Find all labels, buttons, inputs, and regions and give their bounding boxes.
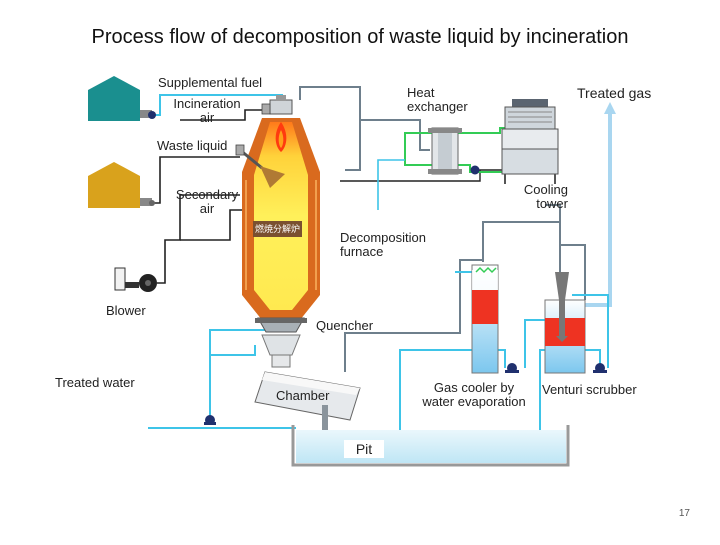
waste-liquid-nozzle [235,144,285,188]
venturi-scrubber [544,272,586,374]
label-decomposition-furnace-line2: furnace [340,244,384,259]
quencher [261,334,301,368]
label-secondary-air-line2: air [199,201,215,216]
venturi-recirculation [572,294,609,368]
decomposition-furnace [235,95,320,333]
label-gas-cooler-line1: Gas cooler by [433,380,515,395]
label-incineration-air-line1: Incineration [173,96,241,111]
green-loop-right [458,127,508,134]
quench-water-line [209,329,265,420]
gas-line-venturi-to-tower [545,204,586,300]
gas-cooler [471,264,499,374]
label-supplemental-fuel: Supplemental fuel [158,75,263,90]
page-number: 17 [678,508,690,519]
label-waste-liquid: Waste liquid [157,138,228,153]
pit-water-return [399,349,506,445]
secondary-air-line [157,194,240,284]
pump-treated-water [204,415,216,425]
label-decomposition-furnace-line1: Decomposition [340,230,426,245]
label-treated-water: Treated water [55,375,135,390]
label-decomposition-furnace: Decomposition furnace [340,231,426,259]
label-secondary-air-line1: Secondary [175,187,239,202]
quench-water-line-2 [210,345,256,356]
heat-exchanger [428,127,462,175]
label-secondary-air: Secondary air [170,188,244,216]
furnace-marking: 燃焼分解炉 [253,221,303,237]
label-gas-cooler-line2: water evaporation [422,394,526,409]
label-blower: Blower [106,303,146,318]
label-chamber: Chamber [276,388,330,403]
label-quencher: Quencher [316,318,374,333]
label-incineration-air: Incineration air [170,97,244,125]
waste-liquid-tank [88,162,155,208]
label-venturi-scrubber: Venturi scrubber [542,382,637,397]
label-treated-gas: Treated gas [577,85,652,101]
green-loop-left [404,132,440,166]
gas-line-furnace-top [299,86,361,171]
treated-gas-arrow [604,102,616,114]
pump-venturi [593,363,607,373]
green-loop-bottom [458,164,505,173]
label-cooling-tower-line1: Cooling [523,182,568,197]
page-title: Process flow of decomposition of waste l… [91,26,629,48]
gas-line-to-venturi [482,221,561,272]
label-heat-exchanger-line2: exchanger [407,99,468,114]
label-cooling-tower: Cooling tower [500,183,568,211]
cooling-tower [501,99,559,184]
gas-line-heat-exchanger [360,119,430,151]
label-gas-cooler: Gas cooler by water evaporation [412,381,536,409]
label-incineration-air-line2: air [199,110,215,125]
label-heat-exchanger: Heat exchanger [407,86,468,114]
supplemental-fuel-tank [88,76,155,121]
blower-line-to-furnace [180,209,245,241]
treated-gas-line [585,112,612,307]
blower [114,267,157,292]
pump-fuel [148,111,156,119]
gas-line-to-gas-cooler [344,259,483,372]
venturi-water [524,319,545,368]
pump-gas-cooler [505,363,519,373]
label-heat-exchanger-line1: Heat [407,85,435,100]
label-cooling-tower-line2: tower [536,196,568,211]
pump-heat-exchanger [470,165,480,175]
tower-water-line [377,159,405,210]
pit [291,425,570,467]
incineration-air-line [180,109,268,121]
label-pit: Pit [344,440,384,458]
